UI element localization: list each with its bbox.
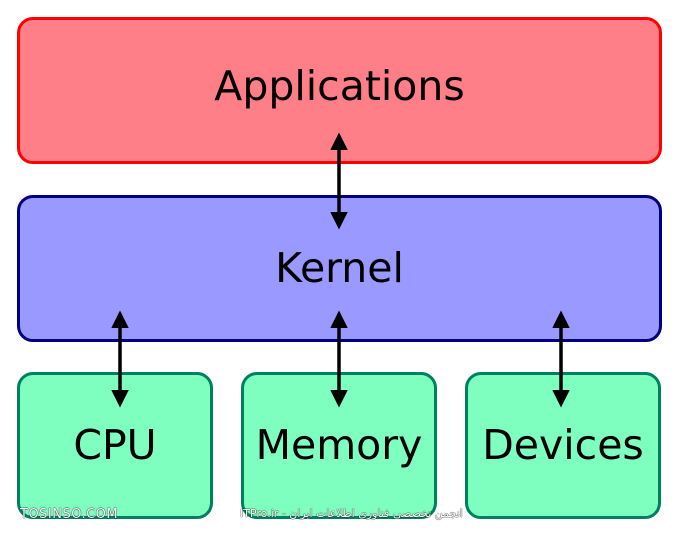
watermark-left: TOSINSO.COM [20,507,119,522]
kernel-box: Kernel [17,195,662,342]
memory-label: Memory [255,421,423,469]
applications-box: Applications [17,17,662,164]
cpu-label: CPU [73,421,157,469]
devices-label: Devices [482,421,644,469]
memory-box: Memory [241,372,437,519]
applications-label: Applications [214,62,465,110]
devices-box: Devices [465,372,661,519]
kernel-label: Kernel [275,244,404,292]
cpu-box: CPU [17,372,213,519]
watermark-center: ITPro.ir - انجمن تخصصی فناوری اطلاعات ای… [240,507,463,520]
